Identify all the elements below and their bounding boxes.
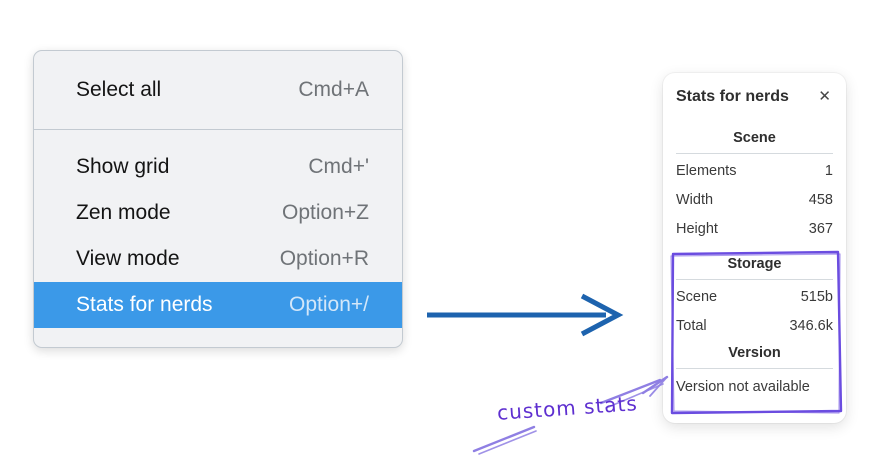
stat-row-storage-total: Total 346.6k	[676, 312, 833, 341]
menu-item-shortcut: Cmd+A	[298, 78, 369, 101]
annotation-underline	[472, 425, 537, 455]
stat-row-storage-scene: Scene 515b	[676, 283, 833, 312]
stat-value: 346.6k	[789, 318, 833, 334]
stat-row-elements: Elements 1	[676, 157, 833, 186]
menu-item-zen-mode[interactable]: Zen mode Option+Z	[34, 190, 402, 236]
menu-item-label: Stats for nerds	[76, 293, 213, 316]
menu-item-view-mode[interactable]: View mode Option+R	[34, 236, 402, 282]
menu-item-select-all[interactable]: Select all Cmd+A	[34, 67, 402, 113]
stat-value: 367	[808, 221, 833, 237]
menu-item-label: View mode	[76, 247, 180, 270]
section-divider	[676, 153, 833, 154]
menu-item-label: Select all	[76, 78, 162, 101]
stat-row-height: Height 367	[676, 215, 833, 244]
stat-label: Scene	[676, 289, 718, 305]
stat-value: 515b	[800, 289, 833, 305]
menu-group-bottom: Show grid Cmd+' Zen mode Option+Z View m…	[34, 130, 402, 343]
menu-divider	[34, 129, 402, 130]
blue-arrow	[427, 293, 624, 337]
context-menu: Select all Cmd+A Show grid Cmd+' Zen mod…	[33, 50, 403, 348]
stat-label: Elements	[676, 163, 737, 179]
section-divider	[676, 368, 833, 369]
stat-value: 458	[808, 192, 833, 208]
section-heading-version: Version	[728, 345, 781, 361]
stat-label: Total	[676, 318, 707, 334]
menu-item-label: Show grid	[76, 155, 170, 178]
custom-stats-label: custom stats	[496, 391, 639, 425]
stats-panel-header: Stats for nerds ✕	[676, 87, 833, 106]
menu-item-label: Zen mode	[76, 201, 171, 224]
menu-item-shortcut: Option+Z	[282, 201, 369, 224]
menu-item-shortcut: Option+/	[289, 293, 369, 316]
close-icon[interactable]: ✕	[818, 88, 831, 105]
menu-item-shortcut: Option+R	[279, 247, 369, 270]
menu-item-show-grid[interactable]: Show grid Cmd+'	[34, 144, 402, 190]
menu-item-shortcut: Cmd+'	[308, 155, 369, 178]
stats-panel-title: Stats for nerds	[676, 87, 789, 105]
stats-panel: Stats for nerds ✕ Scene Elements 1 Width…	[663, 73, 846, 423]
stat-value: 1	[824, 163, 833, 179]
section-heading-scene: Scene	[733, 130, 776, 146]
stat-row-width: Width 458	[676, 186, 833, 215]
stat-label: Width	[676, 192, 714, 208]
stat-label: Height	[676, 221, 718, 237]
section-divider	[676, 279, 833, 280]
section-heading-storage: Storage	[727, 256, 782, 272]
menu-group-top: Select all Cmd+A	[34, 51, 402, 129]
menu-item-stats-for-nerds[interactable]: Stats for nerds Option+/	[34, 282, 402, 328]
version-note: Version not available	[676, 379, 810, 395]
